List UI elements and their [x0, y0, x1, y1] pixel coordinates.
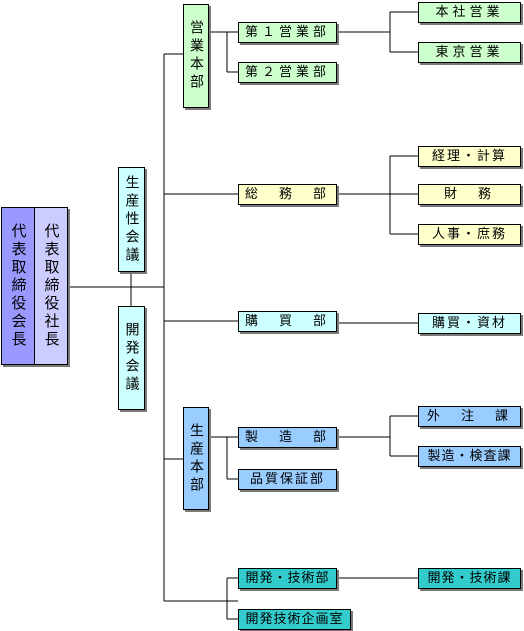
- finance-label: 財 務: [443, 187, 495, 202]
- dev-tech-section-label: 開発・技術課: [427, 571, 512, 586]
- president-box[interactable]: 代表取締役社長: [34, 207, 68, 365]
- manufacturing-dept-box[interactable]: 製 造 部: [238, 427, 337, 448]
- mfg-inspection-box[interactable]: 製造・検査課: [418, 446, 521, 467]
- production-hq-label: 生産本部: [188, 422, 204, 495]
- tokyo-sales-box[interactable]: 東京営業: [418, 42, 521, 63]
- development-council-box[interactable]: 開発会議: [118, 306, 145, 410]
- outsourcing-label: 外 注 課: [426, 409, 512, 424]
- chairman-box[interactable]: 代表取締役会長: [1, 207, 35, 365]
- president-label: 代表取締役社長: [42, 223, 61, 349]
- finance-box[interactable]: 財 務: [418, 184, 521, 205]
- manufacturing-dept-label: 製 造 部: [244, 430, 330, 445]
- dev-tech-section-box[interactable]: 開発・技術課: [418, 568, 521, 589]
- chairman-label: 代表取締役会長: [9, 223, 28, 349]
- head-office-sales-label: 本社営業: [435, 5, 504, 20]
- purchasing-materials-box[interactable]: 購買・資材: [418, 313, 521, 334]
- mfg-inspection-label: 製造・検査課: [427, 449, 512, 464]
- quality-assurance-dept-label: 品質保証部: [249, 472, 325, 487]
- sales-hq-box[interactable]: 営業本部: [183, 4, 209, 108]
- development-council-label: 開発会議: [123, 322, 140, 394]
- purchasing-materials-label: 購買・資材: [431, 316, 507, 331]
- dev-tech-dept-box[interactable]: 開発・技術部: [238, 568, 337, 589]
- hr-admin-box[interactable]: 人事・庶務: [418, 224, 521, 245]
- head-office-sales-box[interactable]: 本社営業: [418, 2, 521, 23]
- productivity-council-label: 生産性会議: [123, 174, 140, 265]
- tokyo-sales-label: 東京営業: [435, 45, 504, 60]
- purchasing-dept-box[interactable]: 購 買 部: [238, 311, 337, 332]
- general-affairs-dept-box[interactable]: 総 務 部: [238, 184, 337, 205]
- dev-tech-dept-label: 開発・技術部: [245, 571, 330, 586]
- sales2-dept-label: 第２営業部: [244, 65, 330, 80]
- quality-assurance-dept-box[interactable]: 品質保証部: [238, 469, 337, 490]
- production-hq-box[interactable]: 生産本部: [183, 407, 209, 510]
- purchasing-dept-label: 購 買 部: [244, 314, 330, 329]
- productivity-council-box[interactable]: 生産性会議: [118, 167, 145, 272]
- sales1-dept-box[interactable]: 第１営業部: [238, 22, 337, 43]
- general-affairs-dept-label: 総 務 部: [244, 187, 330, 202]
- accounting-box[interactable]: 経理・計算: [418, 146, 521, 167]
- dev-planning-office-box[interactable]: 開発技術企画室: [238, 609, 351, 630]
- sales1-dept-label: 第１営業部: [244, 25, 330, 40]
- sales-hq-label: 営業本部: [188, 20, 204, 92]
- dev-planning-office-label: 開発技術企画室: [245, 612, 344, 627]
- hr-admin-label: 人事・庶務: [431, 227, 507, 242]
- accounting-label: 経理・計算: [431, 149, 507, 164]
- outsourcing-box[interactable]: 外 注 課: [418, 406, 521, 427]
- sales2-dept-box[interactable]: 第２営業部: [238, 62, 337, 83]
